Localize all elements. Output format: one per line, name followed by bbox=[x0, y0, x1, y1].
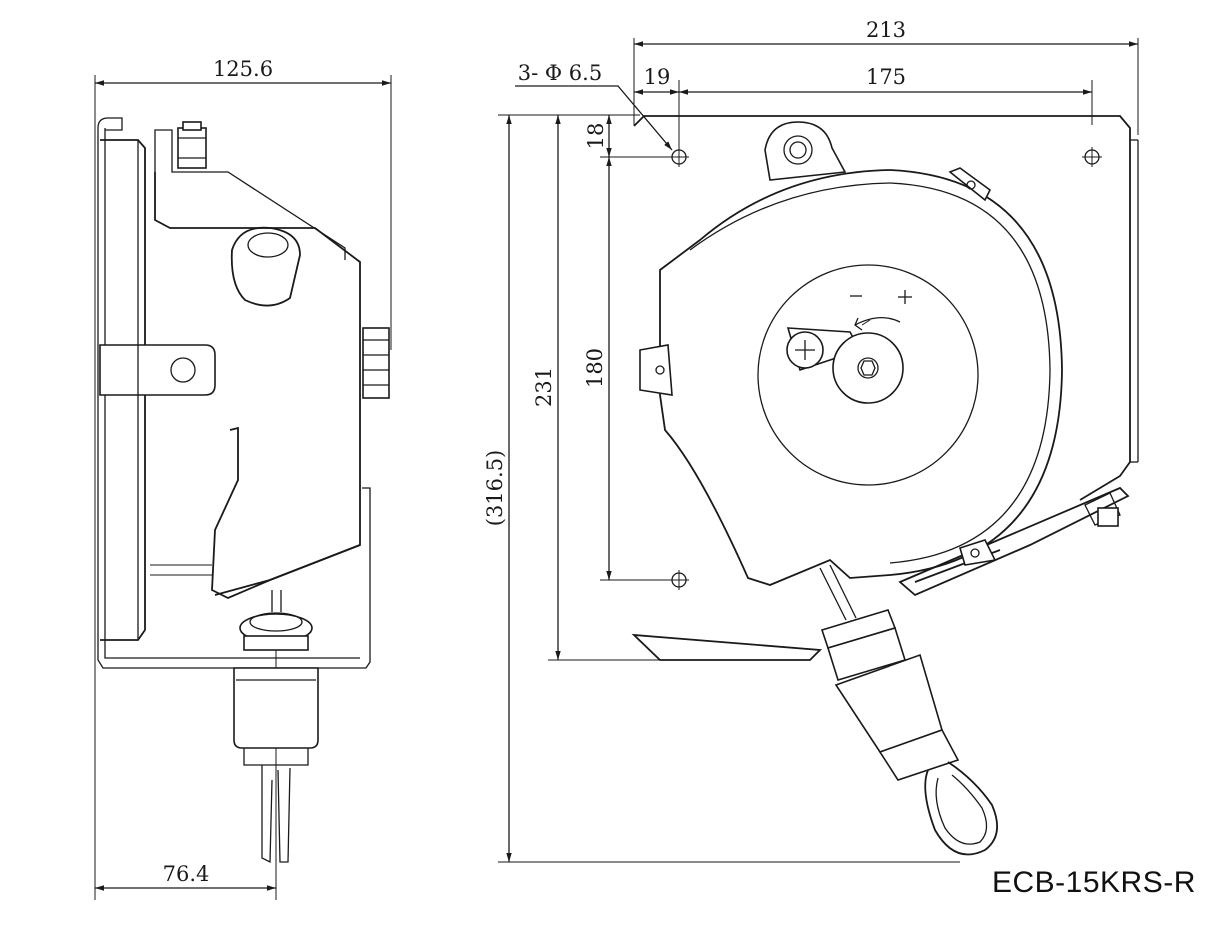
dimension-lines bbox=[95, 41, 1138, 891]
dim-overall-height: (316.5) bbox=[483, 450, 507, 527]
front-view bbox=[498, 38, 1139, 863]
dim-hole-vertical: 180 bbox=[583, 348, 607, 388]
dim-front-height: 231 bbox=[532, 367, 556, 407]
dim-hole-spec: 3- Φ 6.5 bbox=[518, 61, 602, 85]
dim-front-width: 213 bbox=[866, 18, 906, 42]
dim-hole-top-offset: 18 bbox=[584, 123, 608, 150]
dim-hole-spacing: 175 bbox=[866, 65, 906, 89]
dim-edge-offset: 19 bbox=[644, 65, 671, 89]
side-view bbox=[94, 75, 392, 900]
model-number: ECB-15KRS-R bbox=[992, 866, 1196, 899]
dim-side-width: 125.6 bbox=[213, 57, 273, 81]
dim-side-offset: 76.4 bbox=[163, 862, 210, 886]
